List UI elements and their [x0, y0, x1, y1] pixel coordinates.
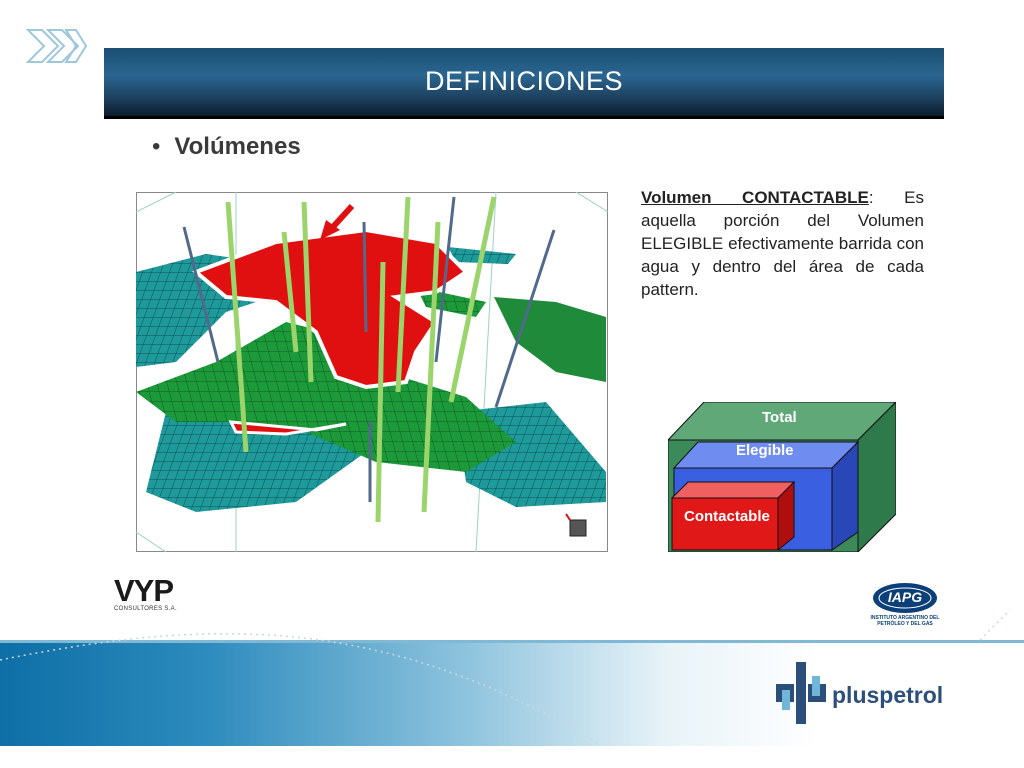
- volume-boxes: [668, 402, 896, 552]
- volume-diagram: Total Elegible Contactable: [668, 402, 896, 552]
- label-elegible: Elegible: [736, 442, 794, 459]
- pluspetrol-logo-text: pluspetrol: [832, 682, 944, 708]
- double-chevron-right-icon: [26, 29, 88, 63]
- reservoir-3d-image: [136, 192, 608, 552]
- definition-body: : Es aquella porción del Volumen ELEGIBL…: [641, 188, 924, 299]
- iapg-logo-subtitle: INSTITUTO ARGENTINO DEL PETRÓLEO Y DEL G…: [870, 615, 940, 627]
- footer-dotted-curve: [0, 609, 1011, 746]
- vyp-logo: VYP CONSULTORES S.A.: [114, 573, 177, 612]
- definition-paragraph: Volumen CONTACTABLE: Es aquella porción …: [641, 186, 924, 301]
- footer-band: [0, 640, 1024, 746]
- vyp-logo-subtitle: CONSULTORES S.A.: [114, 606, 177, 612]
- iapg-logo-text: IAPG: [887, 589, 923, 605]
- pluspetrol-logo-icon: [776, 662, 826, 724]
- definition-term: Volumen CONTACTABLE: [641, 188, 869, 207]
- label-total: Total: [762, 409, 797, 426]
- label-contactable: Contactable: [684, 508, 770, 525]
- iapg-logo-icon: [873, 583, 937, 613]
- footer-line: [0, 640, 1024, 643]
- vyp-logo-text: VYP: [114, 573, 174, 608]
- bullet-item: • Volúmenes: [152, 133, 301, 161]
- slide-title: DEFINICIONES: [424, 66, 624, 96]
- bullet-text: Volúmenes: [174, 133, 301, 160]
- title-bar: [104, 48, 944, 119]
- bullet-dot: •: [152, 133, 161, 160]
